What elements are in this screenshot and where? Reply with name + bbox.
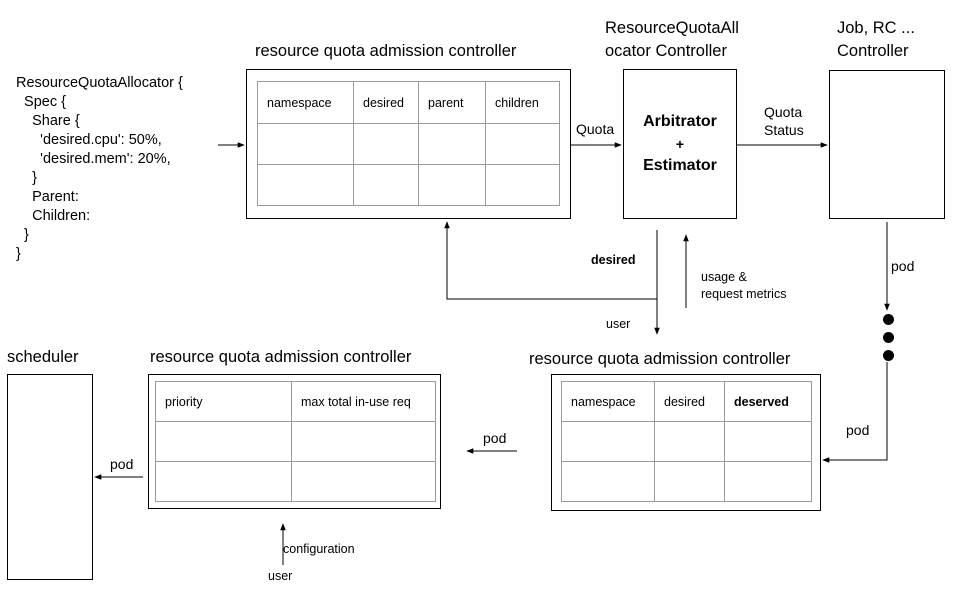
header-deserved: deserved (724, 381, 812, 422)
quota-status-label-line2: Status (764, 122, 804, 138)
bottom-left-admission-table: priority max total in-use req (155, 381, 436, 502)
bottom-left-admission-title: resource quota admission controller (150, 348, 412, 366)
table-cell (561, 421, 655, 462)
table-cell (353, 164, 419, 206)
header-children: children (485, 81, 560, 124)
pod-label-right-bottom: pod (846, 422, 870, 438)
spec-line: } (16, 246, 21, 262)
table-cell (485, 123, 560, 165)
scheduler-title: scheduler (7, 348, 79, 366)
table-cell (485, 164, 560, 206)
usage-label-line2: request metrics (701, 287, 787, 301)
plus-label: + (675, 136, 685, 152)
spec-line: Spec { (16, 94, 66, 110)
pod-label-left: pod (110, 456, 134, 472)
pod-label-right-top: pod (891, 258, 915, 274)
job-controller-box (829, 70, 945, 219)
arbitrator-label: Arbitrator (643, 113, 717, 130)
spec-line: ResourceQuotaAllocator { (16, 75, 183, 91)
top-admission-controller-title: resource quota admission controller (255, 42, 517, 60)
job-controller-title-line1: Job, RC ... (837, 19, 915, 37)
bottom-right-admission-title: resource quota admission controller (529, 350, 791, 368)
desired-label: desired (591, 253, 636, 267)
estimator-label: Estimator (643, 157, 717, 174)
bottom-right-admission-table: namespace desired deserved (561, 381, 812, 502)
quota-label: Quota (576, 121, 615, 137)
table-cell (724, 461, 812, 502)
allocator-title-line2: ocator Controller (605, 42, 727, 60)
table-cell (724, 421, 812, 462)
top-admission-table: namespace desired parent children (257, 81, 560, 206)
spec-line: Share { (16, 113, 80, 129)
ellipsis-dot (883, 350, 894, 361)
header-parent: parent (418, 81, 486, 124)
job-controller-title-line2: Controller (837, 42, 909, 60)
table-cell (418, 164, 486, 206)
spec-line: 'desired.mem': 20%, (16, 151, 171, 167)
ellipsis-dot (883, 332, 894, 343)
user-label-mid: user (606, 317, 631, 331)
spec-line: } (16, 227, 29, 243)
allocator-controller-box (623, 69, 737, 219)
spec-line: 'desired.cpu': 50%, (16, 132, 162, 148)
header-namespace: namespace (257, 81, 354, 124)
table-cell (561, 461, 655, 502)
configuration-label: configuration (283, 542, 355, 556)
header-desired: desired (353, 81, 419, 124)
dots-to-admission-arrow (822, 362, 888, 463)
table-cell (654, 461, 725, 502)
table-cell (155, 461, 292, 502)
desired-feedback-arrow (444, 221, 658, 300)
user-label-bottom: user (268, 569, 293, 583)
header-priority: priority (155, 381, 292, 422)
table-cell (291, 461, 436, 502)
spec-line: Children: (16, 208, 91, 224)
pod-label-mid: pod (483, 430, 507, 446)
allocator-title-line1: ResourceQuotaAll (605, 19, 739, 37)
quota-status-label-line1: Quota (764, 104, 803, 120)
resource-quota-allocator-spec: ResourceQuotaAllocator { Spec { Share { … (16, 74, 183, 264)
spec-line: Parent: (16, 189, 79, 205)
usage-label-line1: usage & (701, 270, 747, 284)
spec-line: } (16, 170, 37, 186)
ellipsis-dot (883, 314, 894, 325)
scheduler-box (7, 374, 93, 580)
header-max-total-in-use-req: max total in-use req (291, 381, 436, 422)
